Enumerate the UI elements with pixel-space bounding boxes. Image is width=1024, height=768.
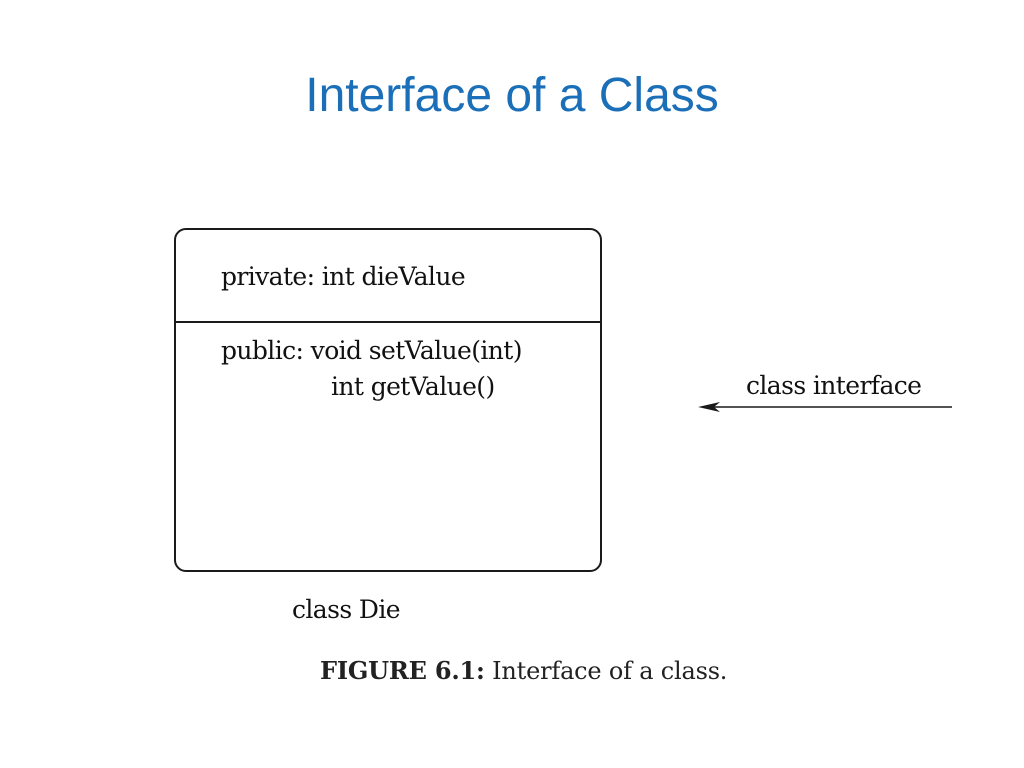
class-box-divider — [174, 321, 602, 323]
private-member-text: private: int dieValue — [221, 262, 466, 291]
class-name-label: class Die — [292, 595, 401, 624]
class-interface-label: class interface — [746, 371, 922, 400]
interface-arrow — [698, 402, 952, 412]
public-method-2-text: int getValue() — [331, 372, 495, 401]
figure-caption-number: FIGURE 6.1: — [320, 656, 485, 685]
figure-caption: FIGURE 6.1: Interface of a class. — [320, 656, 727, 685]
public-method-text: public: void setValue(int) — [221, 336, 522, 365]
figure-caption-text: Interface of a class. — [484, 657, 728, 685]
class-box — [174, 228, 602, 572]
interface-arrowhead — [698, 402, 720, 412]
slide-title: Interface of a Class — [305, 69, 719, 122]
